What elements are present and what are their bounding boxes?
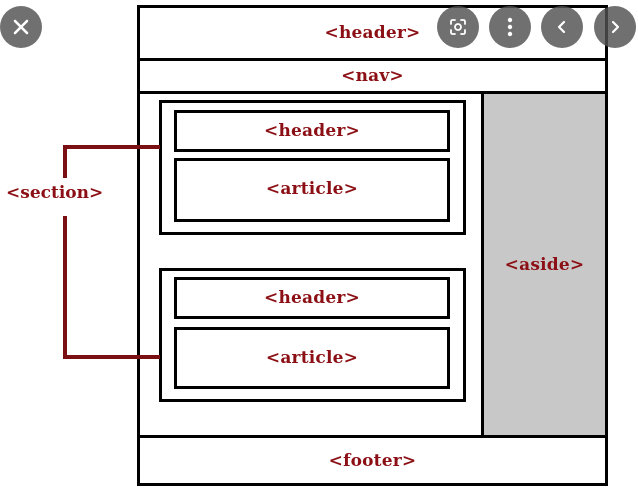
group-2-header-label: <header> xyxy=(264,288,360,308)
footer-label: <footer> xyxy=(328,450,417,471)
nav-box: <nav> xyxy=(137,58,608,94)
group-2-article-box: <article> xyxy=(174,327,450,389)
section-connector-bottom-v xyxy=(63,216,67,358)
footer-box: <footer> xyxy=(137,435,608,486)
more-vertical-icon xyxy=(507,17,513,37)
group-1-header-label: <header> xyxy=(264,121,360,141)
section-connector-top-h xyxy=(63,145,160,149)
section-connector-top-v xyxy=(63,145,67,178)
section-connector-bottom-h xyxy=(63,355,160,359)
chevron-left-icon xyxy=(557,20,566,34)
close-button[interactable] xyxy=(0,6,42,48)
prev-button[interactable] xyxy=(541,6,583,48)
close-icon xyxy=(13,19,29,35)
google-lens-icon xyxy=(450,19,466,35)
more-button[interactable] xyxy=(489,6,531,48)
lens-button[interactable] xyxy=(437,6,479,48)
group-1-article-label: <article> xyxy=(265,179,359,199)
section-label: <section> xyxy=(6,183,104,203)
chevron-right-icon xyxy=(611,20,620,34)
group-2-header-box: <header> xyxy=(174,277,450,319)
aside-box: <aside> xyxy=(481,91,608,438)
aside-label: <aside> xyxy=(504,254,585,275)
page-header-box: <header> xyxy=(137,5,608,61)
group-1-header-box: <header> xyxy=(174,110,450,152)
next-button[interactable] xyxy=(594,6,636,48)
nav-label: <nav> xyxy=(341,66,404,86)
page-header-label: <header> xyxy=(324,23,421,43)
group-1-article-box: <article> xyxy=(174,158,450,222)
group-2-article-label: <article> xyxy=(265,348,359,368)
